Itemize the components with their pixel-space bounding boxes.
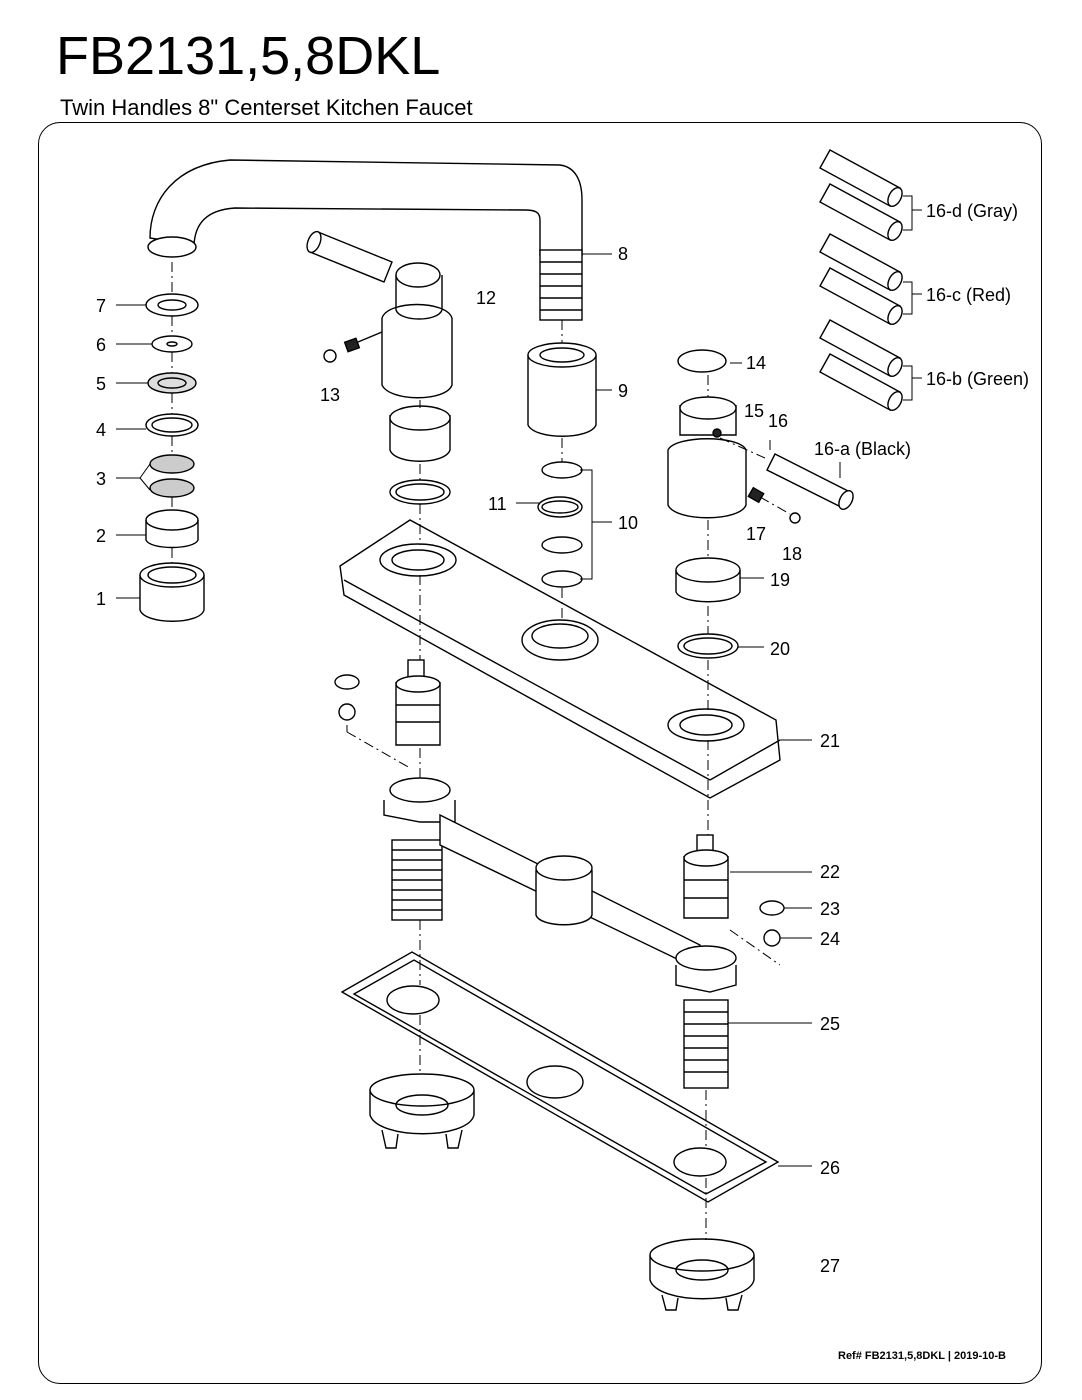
label-part-16d: 16-d (Gray) [926,201,1018,221]
label-part-27: 27 [820,1256,840,1276]
aerator-parts [139,293,205,622]
escutcheon-plate-part [339,519,781,799]
label-part-10: 10 [618,513,638,533]
label-part-23: 23 [820,899,840,919]
label-part-26: 26 [820,1158,840,1178]
label-part-17: 17 [746,524,766,544]
label-part-12: 12 [476,288,496,308]
label-part-11: 11 [488,494,507,514]
leader-lines [116,195,922,1167]
label-part-1: 1 [96,589,106,609]
label-part-20: 20 [770,639,790,659]
label-part-25: 25 [820,1014,840,1034]
reference-number: Ref# FB2131,5,8DKL | 2019-10-B [838,1350,1006,1362]
label-part-4: 4 [96,420,106,440]
mounting-nut-part [369,1073,755,1311]
label-part-15: 15 [744,401,764,421]
label-part-5: 5 [96,374,106,394]
label-part-8: 8 [618,244,628,264]
label-part-22: 22 [820,862,840,882]
label-part-24: 24 [820,929,840,949]
label-part-21: 21 [820,731,840,751]
label-part-16: 16 [768,411,788,431]
label-part-7: 7 [96,296,106,316]
label-part-18: 18 [782,544,802,564]
right-cartridge-part [683,834,785,947]
right-handle-part [667,349,854,659]
left-cartridge-part [334,659,441,746]
valve-body-part [383,777,737,1089]
page-subtitle: Twin Handles 8" Centerset Kitchen Faucet [60,95,473,120]
label-part-16b: 16-b (Green) [926,369,1029,389]
spout-collar-parts [527,342,597,588]
label-part-14: 14 [746,353,766,373]
label-part-19: 19 [770,570,790,590]
label-part-16c: 16-c (Red) [926,285,1011,305]
color-handle-options [819,149,903,411]
diagram-frame [38,122,1042,1384]
label-part-9: 9 [618,381,628,401]
label-part-16a: 16-a (Black) [814,439,911,459]
label-part-6: 6 [96,335,106,355]
spout-part [147,159,583,321]
gasket-part [340,951,780,1203]
page-title: FB2131,5,8DKL [56,26,441,86]
label-part-13: 13 [320,385,340,405]
part-labels: 7 6 5 4 3 2 1 8 9 10 11 12 13 14 15 16 1… [96,201,1029,1276]
left-handle-part [306,230,453,505]
label-part-3: 3 [96,469,106,489]
label-part-2: 2 [96,526,106,546]
assembly-axis-lines [171,262,791,1240]
